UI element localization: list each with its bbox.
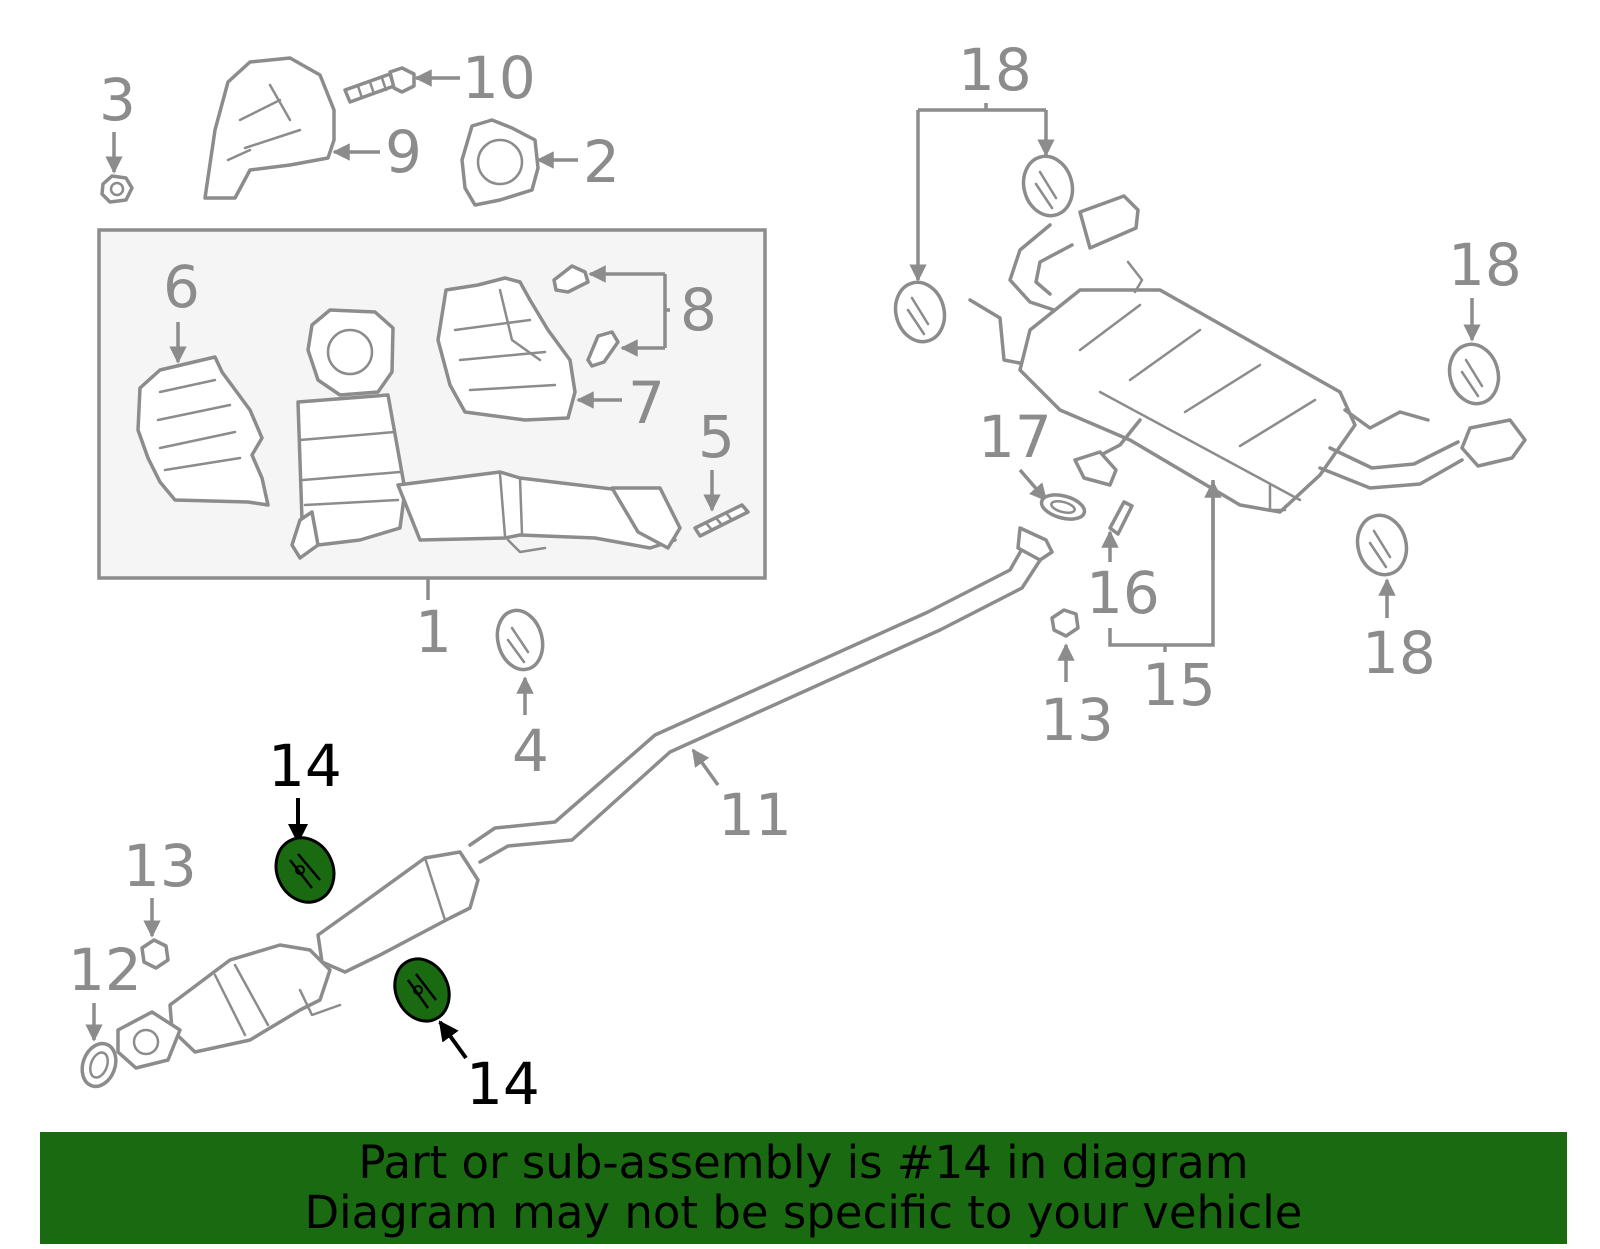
hanger-part-14-lower[interactable] xyxy=(385,950,459,1030)
stud-part-5[interactable] xyxy=(693,503,750,538)
hanger-part-18-c[interactable] xyxy=(1443,339,1505,409)
sensor-part-8[interactable] xyxy=(552,264,620,368)
nut-part-13-rear[interactable] xyxy=(1050,608,1080,638)
catalytic-converter[interactable] xyxy=(116,850,480,1070)
exhaust-pipe-part-11[interactable] xyxy=(468,526,1054,864)
callout-9[interactable]: 9 xyxy=(385,118,422,186)
callout-17[interactable]: 17 xyxy=(978,403,1052,471)
callout-4[interactable]: 4 xyxy=(512,717,549,785)
callout-14-lower[interactable]: 14 xyxy=(466,1050,540,1118)
callout-16[interactable]: 16 xyxy=(1086,559,1160,627)
callout-1[interactable]: 1 xyxy=(415,598,452,666)
callout-18-right[interactable]: 18 xyxy=(1448,231,1522,299)
hanger-part-18-b[interactable] xyxy=(889,277,951,347)
callout-12[interactable]: 12 xyxy=(68,936,142,1004)
callout-14-upper[interactable]: 14 xyxy=(268,732,342,800)
banner-line-1: Part or sub-assembly is #14 in diagram xyxy=(358,1136,1249,1189)
info-banner: Part or sub-assembly is #14 in diagram D… xyxy=(40,1132,1567,1244)
callout-3[interactable]: 3 xyxy=(99,66,136,134)
heat-shield-part-7[interactable] xyxy=(436,276,577,422)
bolt-part-10[interactable] xyxy=(343,66,416,104)
callout-13-front[interactable]: 13 xyxy=(123,832,197,900)
callout-18-top[interactable]: 18 xyxy=(958,36,1032,104)
callout-8[interactable]: 8 xyxy=(680,276,717,344)
heat-shield-part-6[interactable] xyxy=(136,355,270,507)
callout-15[interactable]: 15 xyxy=(1142,651,1216,719)
muffler-part-15[interactable] xyxy=(968,194,1527,514)
hanger-part-18-d[interactable] xyxy=(1351,510,1413,580)
callout-11[interactable]: 11 xyxy=(718,781,792,849)
gasket-part-17[interactable] xyxy=(1039,491,1087,524)
exhaust-parts-diagram: 1 6 7 8 5 3 xyxy=(68,36,1527,1118)
hanger-part-18-a[interactable] xyxy=(1017,151,1079,221)
callout-13-rear[interactable]: 13 xyxy=(1040,686,1114,754)
gasket-part-2[interactable] xyxy=(460,118,540,207)
callout-5[interactable]: 5 xyxy=(698,403,735,471)
manifold-converter[interactable] xyxy=(290,308,682,560)
callout-7[interactable]: 7 xyxy=(628,369,665,437)
nut-part-13-front[interactable] xyxy=(140,938,170,970)
callout-2[interactable]: 2 xyxy=(583,128,620,196)
callout-18-bottom[interactable]: 18 xyxy=(1362,619,1436,687)
gasket-ring-part-12[interactable] xyxy=(76,1039,121,1091)
nut-part-3[interactable] xyxy=(100,174,134,204)
stud-part-16[interactable] xyxy=(1108,500,1134,536)
heat-shield-part-9[interactable] xyxy=(203,56,336,200)
hanger-part-14-upper[interactable] xyxy=(266,828,345,911)
hanger-part-4[interactable] xyxy=(491,605,549,674)
callout-10[interactable]: 10 xyxy=(462,44,536,112)
callout-6[interactable]: 6 xyxy=(163,253,200,321)
banner-line-2: Diagram may not be specific to your vehi… xyxy=(304,1186,1303,1239)
